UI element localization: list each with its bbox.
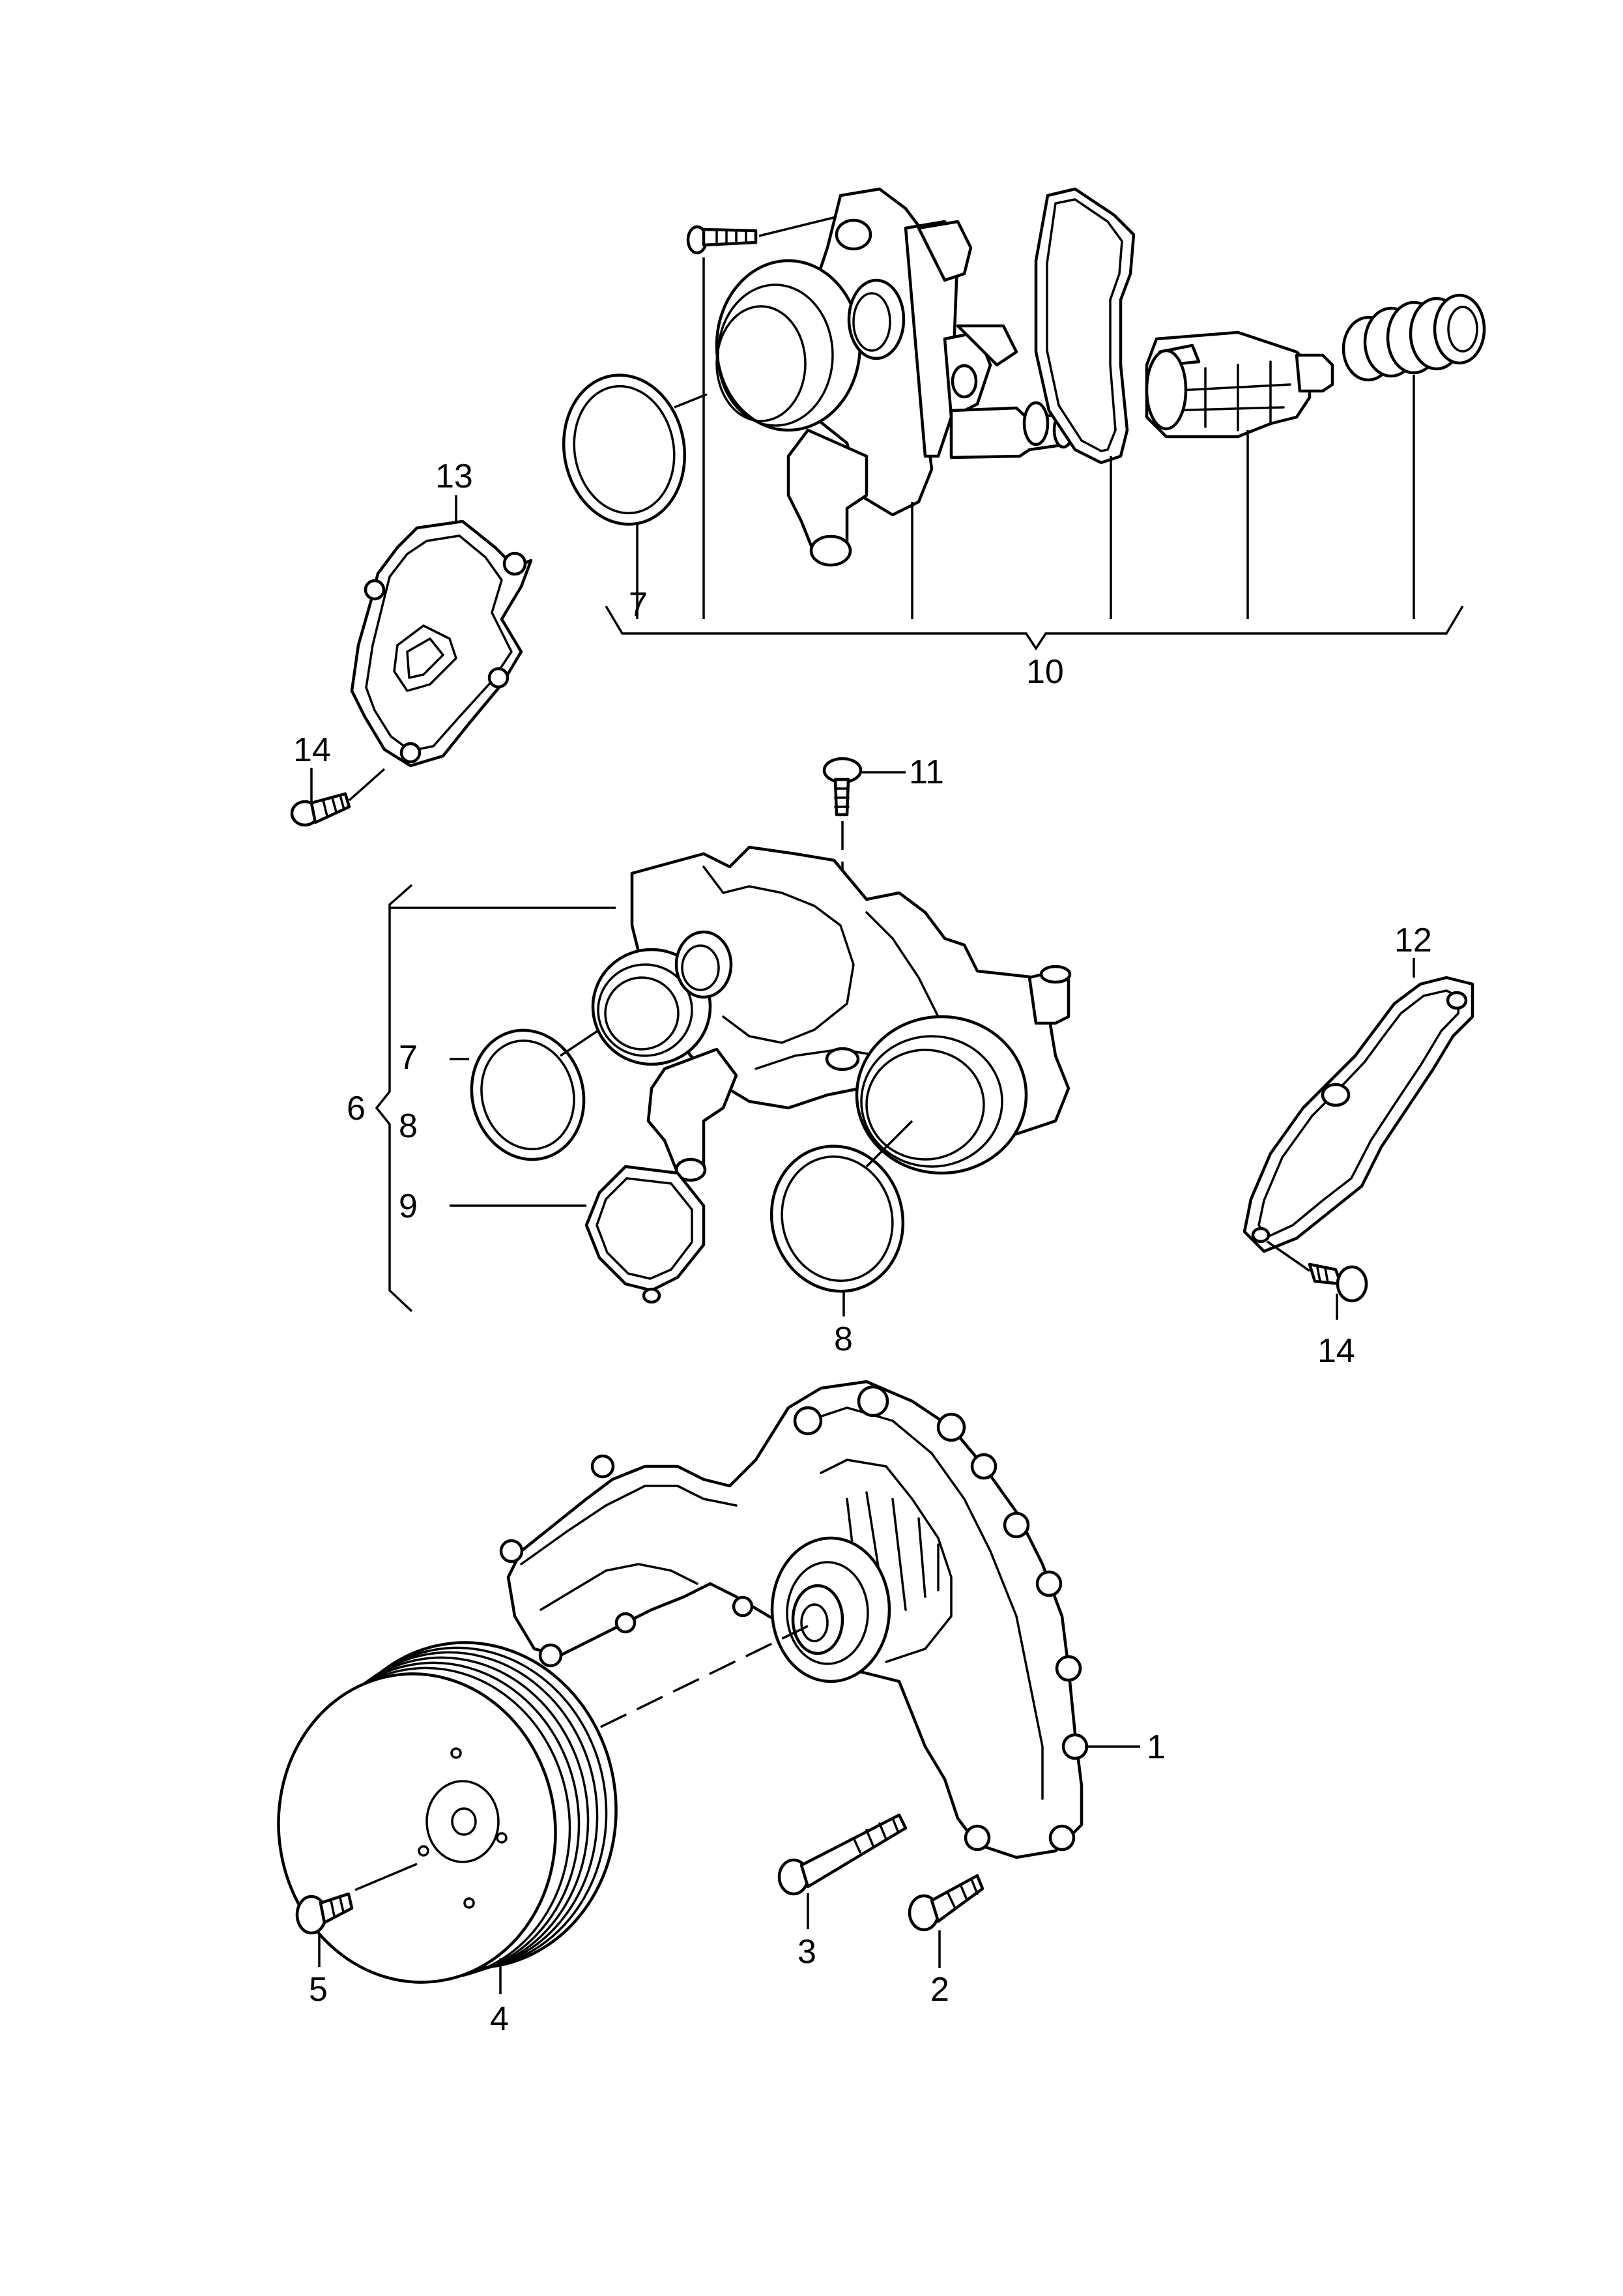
- water-pump: [499, 1380, 1089, 1859]
- bolt-14-left: [290, 792, 351, 827]
- callout-4: 4: [490, 2000, 509, 2038]
- bolt-11: [822, 757, 863, 817]
- thermostat-spring: [1342, 293, 1486, 382]
- thermostat-gasket: [1034, 187, 1136, 465]
- thermostat-housing: [715, 187, 1077, 567]
- callout-5: 5: [309, 1971, 328, 2009]
- callout-10: 10: [1026, 653, 1064, 691]
- callout-7-mid: 7: [399, 1039, 418, 1077]
- thermostat-assembly: [562, 187, 1486, 651]
- callout-7-top: 7: [629, 586, 648, 624]
- bolt-5: [295, 1892, 354, 1935]
- callout-14-left: 14: [293, 731, 331, 769]
- pulley: [277, 1641, 618, 1984]
- callout-9: 9: [399, 1187, 418, 1225]
- gasket-9: [584, 1165, 706, 1304]
- bolt-3: [777, 1813, 908, 1896]
- callout-1: 1: [1147, 1728, 1166, 1766]
- cover-gasket-13: [350, 519, 533, 768]
- callout-6: 6: [347, 1090, 366, 1127]
- water-pump-housing: [591, 845, 1072, 1182]
- o-ring-8: [769, 1144, 905, 1293]
- callout-11: 11: [909, 753, 944, 791]
- callout-2: 2: [930, 1971, 949, 2009]
- callout-12: 12: [1394, 922, 1432, 959]
- callout-14-right: 14: [1317, 1332, 1355, 1370]
- housing-bolt: [686, 225, 758, 255]
- callout-3: 3: [797, 1933, 816, 1971]
- callout-13: 13: [435, 458, 473, 495]
- gasket-12: [1242, 976, 1474, 1253]
- o-ring-top: [562, 373, 687, 526]
- callout-8-bottom: 8: [834, 1320, 853, 1358]
- thermostat-insert: [1145, 330, 1334, 439]
- o-ring-mid: [470, 1028, 586, 1161]
- bolt-14-right: [1308, 1262, 1368, 1303]
- bolt-2: [908, 1874, 984, 1932]
- callout-8-mid: 8: [399, 1107, 418, 1145]
